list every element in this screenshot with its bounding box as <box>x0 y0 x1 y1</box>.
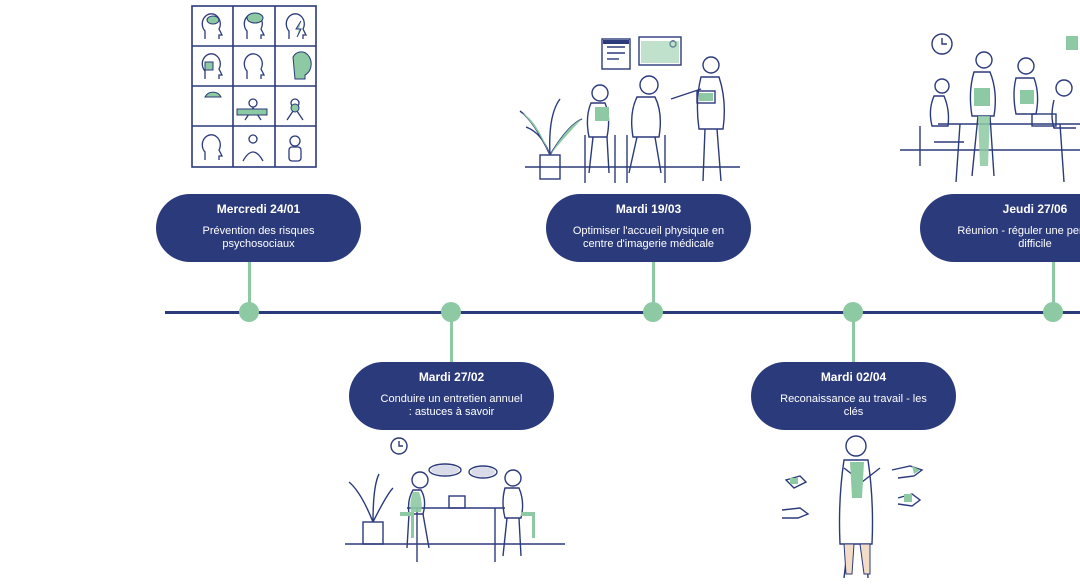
connector-2 <box>450 312 453 364</box>
team-meeting <box>900 32 1080 192</box>
connector-3 <box>652 262 655 312</box>
timeline-dot-2 <box>441 302 461 322</box>
mental-health-icon-grid <box>191 5 319 170</box>
event-card-2: Mardi 27/02 Conduire un entretien annuel… <box>349 362 554 430</box>
event-date: Mardi 19/03 <box>615 202 682 216</box>
event-date: Mercredi 24/01 <box>216 202 301 216</box>
timeline-dot-1 <box>239 302 259 322</box>
event-title: Prévention des risques psychosociaux <box>202 225 315 250</box>
event-card-3: Mardi 19/03 Optimiser l'accueil physique… <box>546 194 751 262</box>
timeline-dot-3 <box>643 302 663 322</box>
event-date: Mardi 02/04 <box>820 370 887 384</box>
event-title: Réunion - réguler une personne difficile <box>957 225 1080 250</box>
connector-1 <box>248 262 251 312</box>
recognized-doctor <box>778 432 938 582</box>
timeline-axis <box>165 311 1080 314</box>
event-card-5: Jeudi 27/06 Réunion - réguler une person… <box>920 194 1080 262</box>
event-card-4: Mardi 02/04 Reconaissance au travail - l… <box>751 362 956 430</box>
interview-meeting <box>345 436 565 571</box>
event-title: Conduire un entretien annuel : astuces à… <box>380 393 523 418</box>
waiting-room-reception <box>515 35 740 193</box>
event-date: Mardi 27/02 <box>418 370 485 384</box>
event-date: Jeudi 27/06 <box>1002 202 1068 216</box>
connector-5 <box>1052 262 1055 312</box>
event-title: Reconaissance au travail - les clés <box>780 393 927 418</box>
connector-4 <box>852 312 855 364</box>
event-title: Optimiser l'accueil physique en centre d… <box>572 225 725 250</box>
timeline-dot-4 <box>843 302 863 322</box>
timeline-dot-5 <box>1043 302 1063 322</box>
event-card-1: Mercredi 24/01 Prévention des risques ps… <box>156 194 361 262</box>
